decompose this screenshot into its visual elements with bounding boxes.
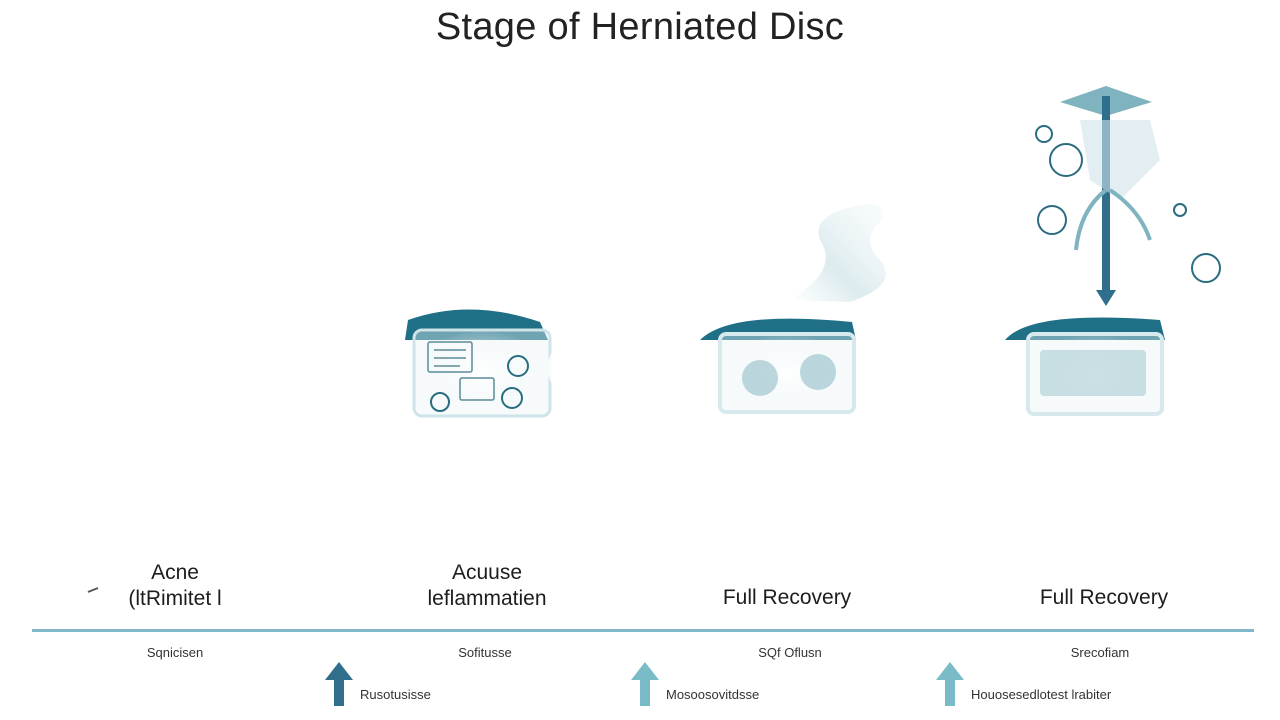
stage-4-recovery-panel bbox=[1005, 317, 1188, 416]
probe-icon bbox=[1060, 86, 1160, 306]
footer-label-1: Rusotusisse bbox=[360, 687, 431, 702]
timeline-label-4: Srecofiam bbox=[1070, 645, 1130, 660]
stage-2-label: Acuuse leflammatien bbox=[357, 560, 617, 612]
stage-1-title: Acne bbox=[151, 561, 199, 584]
stage-3-healing-panel bbox=[700, 204, 886, 414]
stage-2-title: Acuuse bbox=[451, 561, 523, 584]
stage-1-tick bbox=[87, 587, 99, 593]
up-arrow-icon bbox=[631, 662, 659, 706]
stage-3-label: Full Recovery bbox=[657, 585, 917, 611]
timeline-divider bbox=[32, 629, 1254, 632]
up-arrow-icon bbox=[325, 662, 353, 706]
footer-label-3: Houosesedlotest lrabiter bbox=[971, 687, 1112, 702]
stage-3-title: Full Recovery bbox=[722, 586, 852, 609]
stage-4-title: Full Recovery bbox=[1039, 586, 1169, 609]
timeline-label-3: SQf Oflusn bbox=[758, 645, 822, 660]
stage-1-label: Acne (ltRimitet l bbox=[45, 560, 305, 612]
bacteria-icon bbox=[430, 355, 529, 412]
up-arrow-icon bbox=[936, 662, 964, 706]
footer-item-1: Rusotusisse bbox=[324, 662, 524, 706]
stage-2-subtitle: leflammatien bbox=[427, 587, 547, 610]
footer-item-3: Houosesedlotest lrabiter bbox=[935, 662, 1195, 706]
virus-icon bbox=[1035, 125, 1221, 283]
stage-2-inflammation-panel bbox=[405, 309, 572, 418]
timeline-label-1: Sqnicisen bbox=[146, 645, 204, 660]
footer-item-2: Mosoosovitdsse bbox=[630, 662, 850, 706]
stage-4-label: Full Recovery bbox=[974, 585, 1234, 611]
stage-1-subtitle: (ltRimitet l bbox=[128, 587, 222, 610]
page-title: Stage of Herniated Disc bbox=[435, 6, 845, 48]
timeline-label-2: Sofitusse bbox=[458, 645, 512, 660]
footer-label-2: Mosoosovitdsse bbox=[666, 687, 760, 702]
